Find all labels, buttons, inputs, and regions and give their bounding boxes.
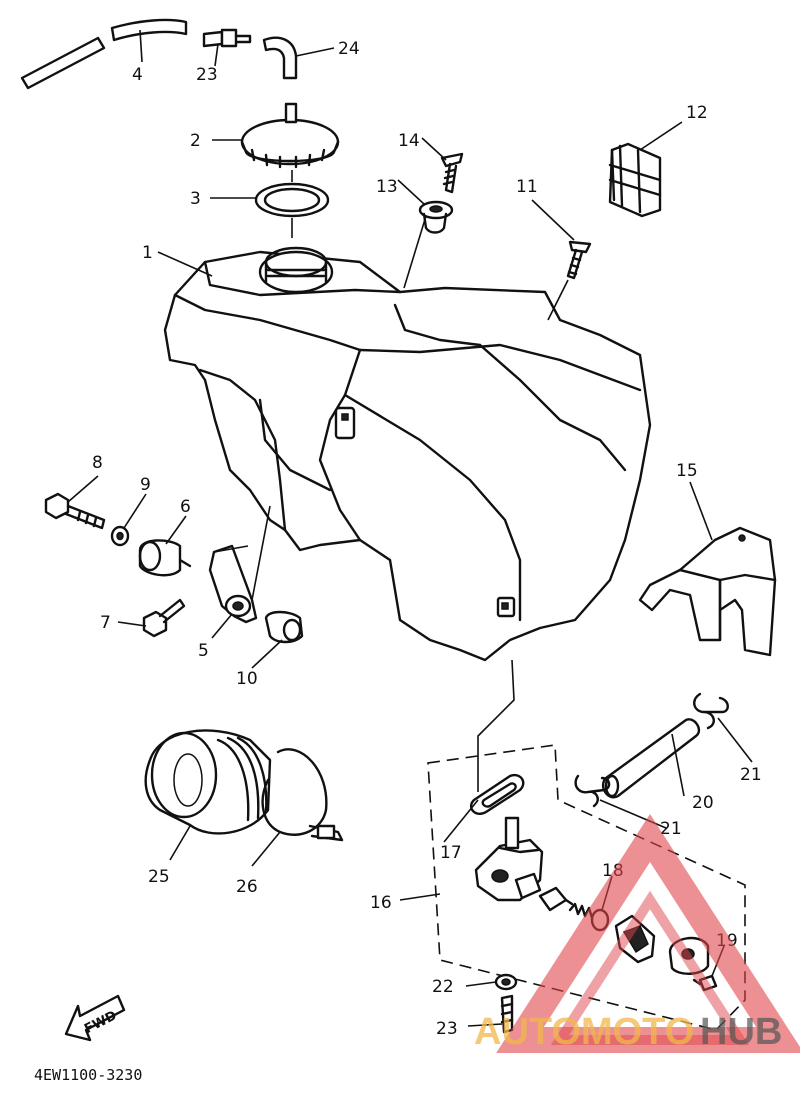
part-15-cover	[638, 526, 777, 657]
part-cock-plug	[538, 886, 574, 912]
part-17-gasket	[469, 773, 525, 815]
callout-8: 8	[92, 453, 103, 473]
part-3-gasket	[254, 182, 330, 218]
callout-24: 23	[196, 65, 218, 85]
watermark-text-hub: HUB	[700, 1011, 782, 1053]
part-14-screw	[440, 152, 464, 194]
part-4-breather-hose	[20, 18, 188, 90]
callout-17: 17	[440, 843, 462, 863]
part-10-collar	[264, 610, 304, 644]
part-cock-spring	[568, 902, 594, 920]
part-16-fuel-cock	[474, 816, 544, 902]
leader-lines	[67, 29, 753, 1027]
drawing-code: 4EW1100-3230	[34, 1066, 142, 1084]
part-25-elbow-hose	[262, 36, 298, 80]
part-13-collar	[418, 200, 454, 234]
callout-20: 20	[692, 793, 714, 813]
part-7-bolt	[142, 598, 186, 638]
fwd-arrow-marker: FWD	[64, 994, 126, 1042]
callout-1: 1	[142, 243, 153, 263]
part-16-assembly-outline	[427, 744, 746, 1031]
callout-2: 2	[190, 131, 201, 151]
callout-16: 16	[370, 893, 392, 913]
part-9-washer	[110, 525, 130, 547]
callout-25: 24	[338, 39, 360, 59]
callout-7: 7	[100, 613, 111, 633]
part-5-bracket	[208, 505, 271, 624]
callout-21-lower: 21	[660, 819, 682, 839]
callout-11: 11	[516, 177, 538, 197]
part-26-sleeve	[144, 729, 272, 835]
part-11-screw	[566, 240, 592, 280]
part-20-hose	[601, 718, 701, 799]
callout-26: 25	[148, 867, 170, 887]
callout-22: 22	[432, 977, 454, 997]
leader-tank-to-17	[477, 659, 515, 792]
part-21-clip-lower	[574, 774, 611, 808]
part-1-fuel-tank	[163, 170, 652, 662]
callout-14: 14	[398, 131, 420, 151]
part-2-filler-cap	[240, 102, 340, 169]
part-8-bolt	[44, 492, 106, 530]
watermark-text-auto: AUTOMOTO	[474, 1011, 694, 1053]
callout-15: 15	[676, 461, 698, 481]
automotohub-watermark: AUTOMOTO HUB	[474, 813, 800, 1053]
part-6-damper	[138, 539, 192, 577]
part-22-washer	[494, 973, 518, 991]
callout-10: 10	[236, 669, 258, 689]
part-12-clip	[608, 142, 662, 218]
callout-6: 6	[180, 497, 191, 517]
callout-23: 23	[436, 1019, 458, 1039]
part-27-band	[261, 748, 344, 842]
callout-21-upper: 21	[740, 765, 762, 785]
callout-5: 5	[198, 641, 209, 661]
callout-27: 26	[236, 877, 258, 897]
callout-3: 3	[190, 189, 201, 209]
callout-4: 4	[132, 65, 143, 85]
callout-13: 13	[376, 177, 398, 197]
part-21-clip-upper	[693, 692, 729, 730]
callout-12: 12	[686, 103, 708, 123]
part-24-fitting	[202, 28, 252, 48]
callout-9: 9	[140, 475, 151, 495]
